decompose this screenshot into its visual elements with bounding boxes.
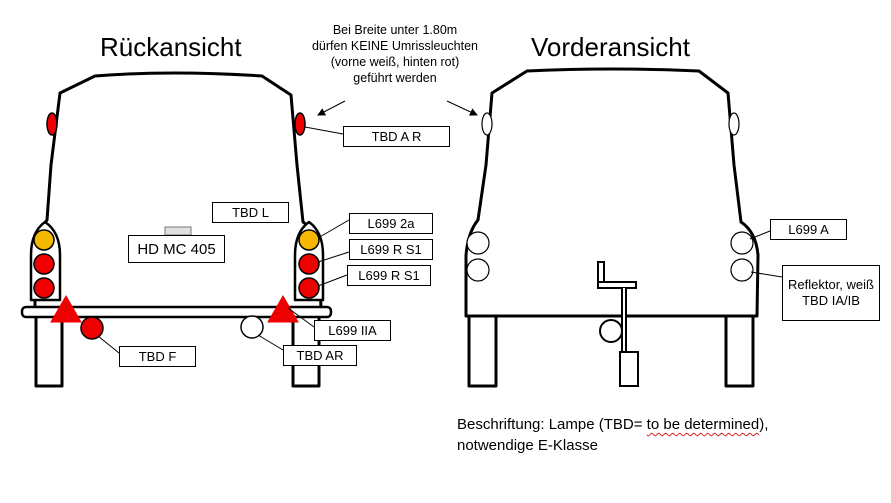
rear-right-tail-lamp-1 [298,253,320,275]
label-l699-iia: L699 IIA [314,320,391,341]
leader-l699-a [749,230,771,240]
caption-line-1: Beschriftung: Lampe (TBD= to be determin… [457,414,768,435]
front-left-position-lamp [466,231,490,255]
rear-right-lamps [298,229,320,299]
legend-caption: Beschriftung: Lampe (TBD= to be determin… [457,414,768,456]
rear-left-side-marker [46,112,58,136]
caption-suffix: ), [759,416,769,433]
support-leg-crank [597,281,637,289]
note-line: Bei Breite unter 1.80m [332,23,458,37]
plate-lamp [164,226,192,236]
support-leg-handle [597,261,605,285]
leader-l699-r-s1-b [317,274,348,287]
license-plate: HD MC 405 [128,235,225,263]
rear-left-tail-lamp-2 [33,277,55,299]
label-reflektor: Reflektor, weiß TBD IA/IB [782,265,880,321]
caption-spellcheck-marked: to be determined [646,416,760,433]
leader-l699-iia [287,307,315,328]
label-l699-r-s1-a: L699 R S1 [349,239,433,260]
note-arrow-left [317,100,346,116]
leader-tbd-f [97,335,120,354]
front-body [464,67,760,318]
support-leg [597,261,639,387]
rear-side-markers [46,112,306,136]
front-left-side-marker [481,112,493,136]
label-l699-2a: L699 2a [349,213,433,234]
rear-right-triangle-reflector [267,294,299,323]
rear-left-triangle-reflector [50,294,82,323]
caption-line-2: notwendige E-Klasse [457,437,598,454]
label-l699-a: L699 A [770,219,847,240]
leader-tbd-ar [257,334,284,351]
rear-left-lamps [33,229,55,299]
leader-tbd-a-r [304,126,344,135]
front-view [464,67,760,388]
front-right-leg [724,314,755,388]
front-side-markers [481,112,740,136]
support-wheel [599,319,623,343]
caption-prefix: Beschriftung: Lampe (TBD= [457,416,647,433]
front-view-title: Vorderansicht [531,32,690,62]
rear-bumper [20,305,333,319]
rear-body [33,71,323,318]
rear-left-tail-lamp-1 [33,253,55,275]
note-line: (vorne weiß, hinten rot) [330,55,460,69]
front-right-side-marker [728,112,740,136]
leader-lines [97,100,783,354]
rear-view-title: Rückansicht [100,32,242,62]
note-arrow-right [446,100,478,116]
rear-left-indicator-lamp [33,229,55,251]
front-left-leg [467,314,498,388]
front-right-reflector [730,258,754,282]
rear-right-indicator-lamp [298,229,320,251]
front-right-position-lamp [730,231,754,255]
rear-right-side-marker [294,112,306,136]
rear-triangle-reflectors [50,294,299,323]
label-l699-r-s1-b: L699 R S1 [347,265,431,286]
note-line: geführt werden [353,71,437,85]
front-left-reflector [466,258,490,282]
label-tbd-a-r: TBD A R [343,126,450,147]
label-tbd-ar: TBD AR [283,345,357,366]
front-lamps [466,231,754,282]
rear-fog-lamp [80,316,104,340]
leader-reflektor [750,271,783,278]
leader-l699-r-s1-a [317,251,350,263]
rear-right-tail-lamp-2 [298,277,320,299]
label-tbd-l: TBD L [212,202,289,223]
leader-l699-2a [317,219,350,239]
label-tbd-f: TBD F [119,346,196,367]
note-line: dürfen KEINE Umrissleuchten [311,39,479,53]
rear-left-leg [34,314,64,388]
support-leg-foot [619,351,639,387]
reversing-lamp [240,315,264,339]
outline-lamp-note: Bei Breite unter 1.80m dürfen KEINE Umri… [300,22,490,86]
